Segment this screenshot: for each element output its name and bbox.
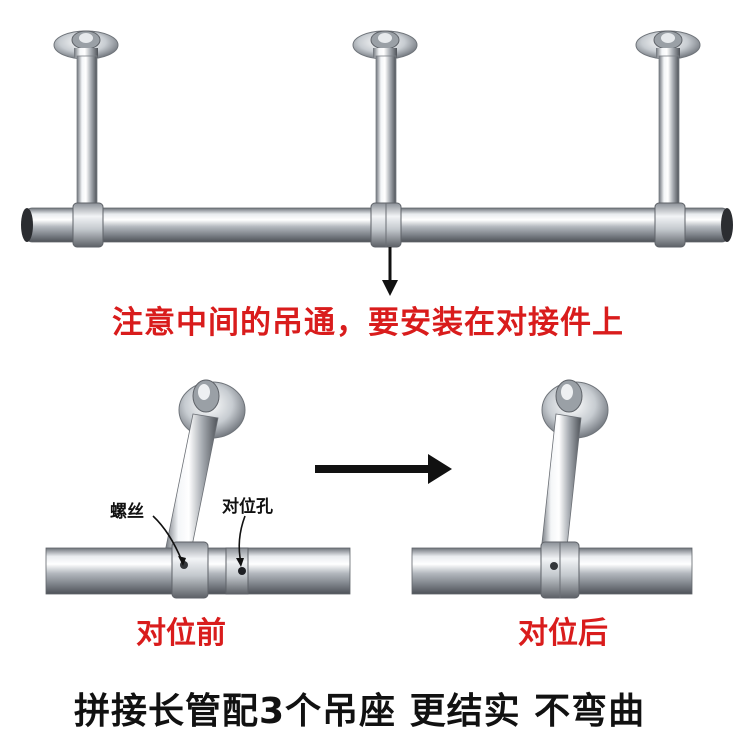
joint-sleeve-right: [654, 202, 686, 248]
product-slogan: 拼接长管配3个吊座 更结实 不弯曲: [74, 691, 646, 732]
hanging-pole-right: [658, 55, 680, 209]
label-after-alignment: 对位后: [518, 616, 608, 651]
top-rail-assembly: [21, 30, 733, 248]
ceiling-flange-middle: [352, 30, 418, 60]
label-alignment-hole: 对位孔: [222, 497, 273, 517]
rail-end-cap-right: [721, 208, 733, 242]
label-screw: 螺丝: [110, 502, 144, 522]
hanging-pole-middle: [375, 55, 397, 209]
ceiling-flange-left: [53, 30, 119, 60]
before-alignment-detail: [45, 379, 351, 599]
label-before-alignment: 对位前: [136, 616, 226, 651]
arrow-down-icon: [382, 247, 398, 296]
installation-notice: 注意中间的吊通，要安装在对接件上: [112, 305, 624, 341]
alignment-hole-icon: [238, 567, 246, 575]
hanging-pole-left: [76, 55, 98, 209]
after-alignment-detail: [411, 379, 693, 599]
rail-end-cap-left: [21, 208, 33, 242]
arrow-right-icon: [315, 454, 452, 484]
ceiling-flange-right: [635, 30, 701, 60]
joint-sleeve-left: [72, 202, 104, 248]
